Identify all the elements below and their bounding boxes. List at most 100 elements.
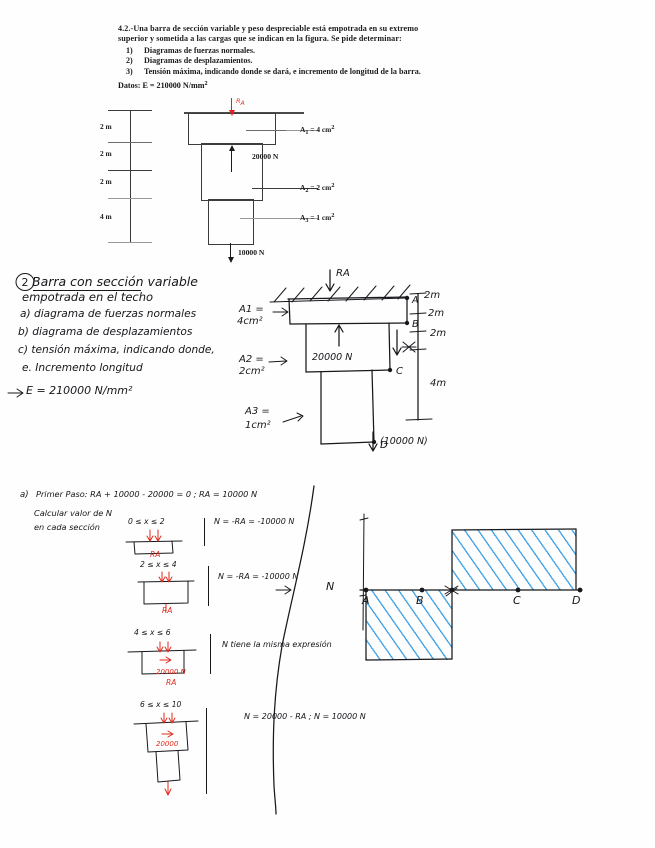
item-number-3: 3): [126, 67, 133, 76]
step-divider-4: [206, 708, 208, 794]
solution-line-1: Primer Paso: RA + 10000 - 20000 = 0 ; RA…: [36, 489, 258, 499]
sketch-area-label-1: A1 =: [239, 304, 264, 315]
n-diagram-marker-b: B: [416, 594, 424, 607]
problem-statement: 4.2.-Una barra de sección variable y pes…: [118, 24, 538, 90]
sketch-area-value-1: 4cm²: [237, 316, 263, 327]
step-result-2: N = -RA = -10000 N: [218, 572, 299, 581]
sketch-dim-1: 2m: [424, 290, 441, 301]
sketch-load-20000: 20000 N: [312, 352, 353, 363]
reaction-label-sub: A: [240, 100, 245, 107]
load-label-20000: 20000 N: [252, 152, 279, 161]
given-data-label: Datos: E = 210000 N/mm: [118, 80, 205, 90]
sketch-bar-outline: [287, 296, 409, 445]
hw-part-b: b) diagrama de desplazamientos: [18, 326, 193, 338]
sketch-ceiling-hatch: [269, 284, 411, 303]
sketch-area-pointer-2: [268, 356, 288, 366]
area-exp-2: 2: [331, 182, 335, 189]
area-leader-1b: [286, 130, 318, 131]
area-value-1: = 4 cm: [310, 125, 332, 134]
statement-items: 1) Diagramas de fuerzas normales. 2) Dia…: [118, 46, 538, 78]
dimension-tick-0: [108, 110, 152, 111]
sketch-dimension-ladder: [405, 292, 433, 421]
dimension-tick-4: [108, 242, 152, 243]
statement-item-1: 1) Diagramas de fuerzas normales.: [118, 46, 538, 57]
step-range-1: 0 ≤ x ≤ 2: [128, 517, 165, 526]
bar-segment-2: [201, 143, 263, 201]
printed-figure: 2 m 2 m 2 m 4 m RA A1 = 4 cm2 20000 N A2: [100, 97, 430, 263]
dimension-tick-2: [108, 170, 152, 171]
area-exp-1: 2: [331, 124, 335, 131]
item-text-3: Tensión máxima, indicando donde se dará,…: [144, 67, 421, 76]
step-result-4: N = 20000 - RA ; N = 10000 N: [244, 712, 366, 721]
step-divider-1: [204, 518, 206, 546]
circled-number-text: 2: [22, 276, 29, 289]
load-label-10000: 10000 N: [238, 248, 265, 257]
n-diagram-marker-d: D: [572, 594, 581, 607]
sketch-area-value-2: 2cm²: [239, 366, 265, 377]
arrow-bullet-icon: [7, 388, 24, 398]
step-fbd-1: [125, 529, 183, 555]
hw-modulus: E = 210000 N/mm²: [26, 384, 133, 397]
step-force-3: RA: [166, 678, 177, 687]
dimension-label-2: 2 m: [100, 149, 112, 158]
sketch-nodes: [371, 295, 410, 445]
sketch-area-label-2: A2 =: [239, 354, 264, 365]
sketch-load-arrow-down: [392, 329, 402, 356]
dimension-label-4: 4 m: [100, 212, 112, 221]
bar-segment-3: [208, 199, 254, 245]
dimension-axis: [130, 110, 131, 242]
step-internal-force-4: 20000: [156, 740, 179, 748]
sketch-reaction-label: RA: [336, 268, 350, 279]
area-label-3: A3 = 1 cm2: [300, 212, 334, 224]
sketch-area-pointer-3: [282, 412, 304, 423]
step-fbd-4: [133, 712, 199, 796]
bar-segment-1: [188, 113, 276, 145]
solution-line-2: Calcular valor de N: [34, 508, 113, 518]
reaction-label: RA: [236, 97, 245, 107]
area-sub-3: 3: [305, 217, 309, 224]
item-text-1: Diagramas de fuerzas normales.: [144, 45, 256, 55]
solution-line-3: en cada sección: [34, 522, 100, 532]
step-divider-3: [210, 634, 212, 674]
dimension-tick-1: [108, 142, 152, 143]
sketch-node-d: D: [380, 440, 388, 451]
n-diagram-positive-outline: [451, 528, 577, 591]
area-sub-2: 2: [305, 187, 309, 194]
n-diagram-vertical-axis: [359, 513, 369, 631]
sketch-dim-3: 2m: [430, 328, 447, 339]
solution-part-label: a): [20, 490, 29, 500]
sketch-reaction-arrow: [325, 269, 335, 292]
n-diagram-negative-fill: [366, 590, 452, 660]
sketch-load-arrow-bottom: [368, 431, 378, 452]
step-result-1: N = -RA = -10000 N: [214, 517, 295, 526]
n-diagram-marker-a: A: [362, 594, 370, 607]
support-ceiling: [184, 112, 304, 114]
hw-heading-line2: empotrada en el techo: [22, 290, 154, 304]
reaction-arrow: [227, 98, 236, 116]
n-diagram-negative-outline: [365, 589, 453, 661]
area-leader-1: [246, 130, 308, 131]
n-diagram-marker-c: C: [513, 594, 521, 607]
area-sub-1: 1: [305, 129, 309, 136]
statement-line-2: superior y sometida a las cargas que se …: [118, 34, 402, 44]
step-range-2: 2 ≤ x ≤ 4: [140, 560, 177, 569]
circled-number-2: 2: [15, 273, 35, 291]
step-range-3: 4 ≤ x ≤ 6: [134, 628, 171, 637]
dimension-tick-3: [108, 198, 152, 199]
area-name-3: A: [300, 213, 306, 222]
sketch-node-b: B: [412, 319, 419, 330]
area-leader-2: [252, 188, 318, 189]
area-name-2: A: [300, 183, 306, 192]
reaction-label-text: R: [236, 97, 241, 105]
area-value-3: = 1 cm: [310, 213, 332, 222]
hw-part-e: e. Incremento longitud: [22, 362, 143, 374]
n-diagram-baseline: [359, 587, 583, 593]
hw-heading: Barra con sección variable: [32, 274, 198, 289]
step-divider-2: [208, 566, 210, 606]
area-label-1: A1 = 4 cm2: [300, 124, 334, 136]
item-number-2: 2): [126, 56, 133, 66]
given-data-exponent: 2: [204, 79, 208, 87]
statement-line-1: 4.2.-Una barra de sección variable y pes…: [118, 24, 419, 33]
step-fbd-3: [127, 641, 197, 675]
